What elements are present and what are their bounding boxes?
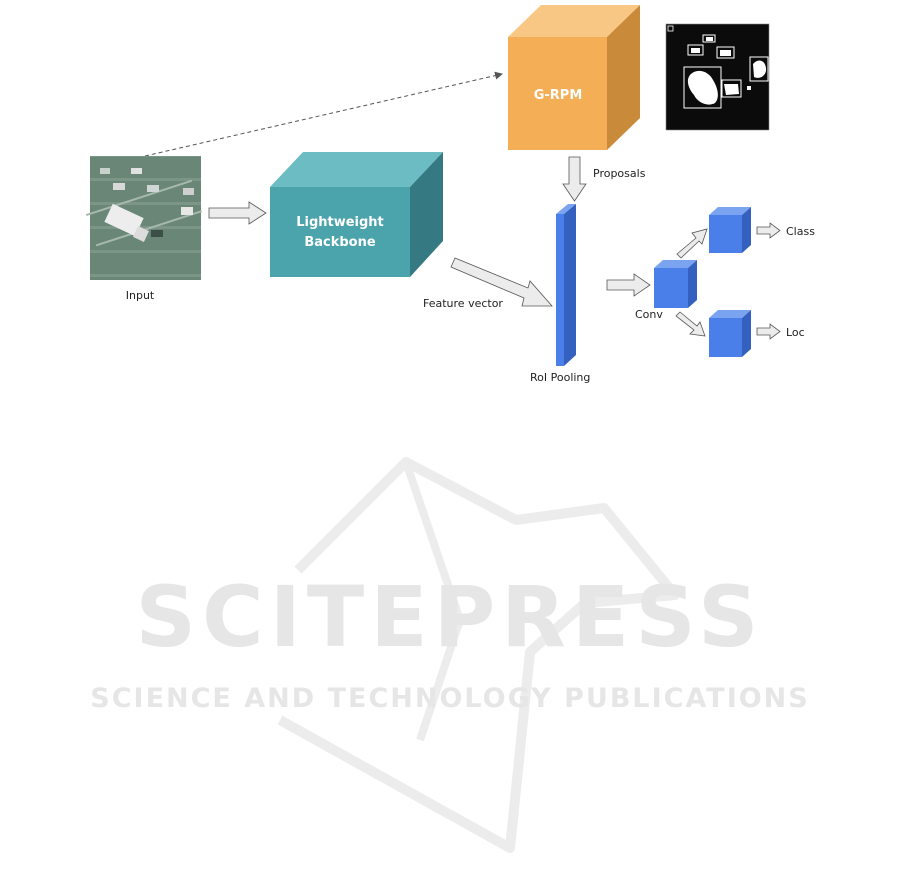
backbone-label-line2: Backbone bbox=[304, 235, 376, 250]
watermark: SCITEPRESS SCIENCE AND TECHNOLOGY PUBLIC… bbox=[90, 462, 809, 848]
class-output-arrow bbox=[757, 223, 780, 238]
class-block bbox=[709, 207, 751, 253]
conv-front-face bbox=[654, 268, 688, 308]
grpm-block: G-RPM bbox=[508, 5, 640, 150]
loc-label: Loc bbox=[786, 326, 805, 339]
conv-label: Conv bbox=[635, 308, 663, 321]
proposals-arrow bbox=[563, 157, 586, 201]
backbone-label-line1: Lightweight bbox=[296, 215, 384, 230]
roi-pooling-block bbox=[556, 204, 576, 366]
watermark-title: SCITEPRESS bbox=[136, 568, 765, 666]
mask-blob bbox=[724, 84, 739, 95]
car bbox=[183, 188, 194, 195]
mask-blob bbox=[691, 48, 700, 53]
class-side-face bbox=[742, 207, 751, 253]
mask-blob bbox=[706, 37, 713, 41]
conv-to-class-arrow bbox=[677, 229, 707, 258]
conv-to-loc-arrow bbox=[676, 312, 705, 336]
loc-side-face bbox=[742, 310, 751, 357]
proposal-mask-image bbox=[666, 24, 769, 130]
input-image bbox=[86, 156, 202, 280]
class-label: Class bbox=[786, 225, 815, 238]
car bbox=[100, 168, 110, 174]
loc-output-arrow bbox=[757, 324, 780, 339]
input-label: Input bbox=[126, 289, 155, 302]
roi-to-conv-arrow bbox=[607, 274, 650, 296]
car bbox=[147, 185, 159, 192]
car bbox=[131, 168, 142, 174]
conv-side-face bbox=[688, 260, 697, 308]
car bbox=[181, 207, 193, 215]
backbone-block: Lightweight Backbone bbox=[270, 152, 443, 277]
grpm-label: G-RPM bbox=[534, 88, 583, 103]
conv-block bbox=[654, 260, 697, 308]
input-to-grpm-dashed-arrow bbox=[145, 74, 502, 156]
mask-blob bbox=[747, 86, 751, 90]
loc-front-face bbox=[709, 318, 742, 357]
roi-pooling-label: RoI Pooling bbox=[530, 371, 590, 384]
car bbox=[113, 183, 125, 190]
feature-vector-label: Feature vector bbox=[423, 297, 503, 310]
car bbox=[151, 230, 163, 237]
class-front-face bbox=[709, 215, 742, 253]
mask-blob bbox=[720, 50, 731, 56]
roi-front-face bbox=[556, 214, 564, 366]
loc-block bbox=[709, 310, 751, 357]
input-to-backbone-arrow bbox=[209, 202, 266, 224]
roi-side-face bbox=[564, 204, 576, 366]
backbone-front-face bbox=[270, 187, 410, 277]
watermark-subtitle: SCIENCE AND TECHNOLOGY PUBLICATIONS bbox=[90, 683, 809, 714]
proposals-label: Proposals bbox=[593, 167, 646, 180]
